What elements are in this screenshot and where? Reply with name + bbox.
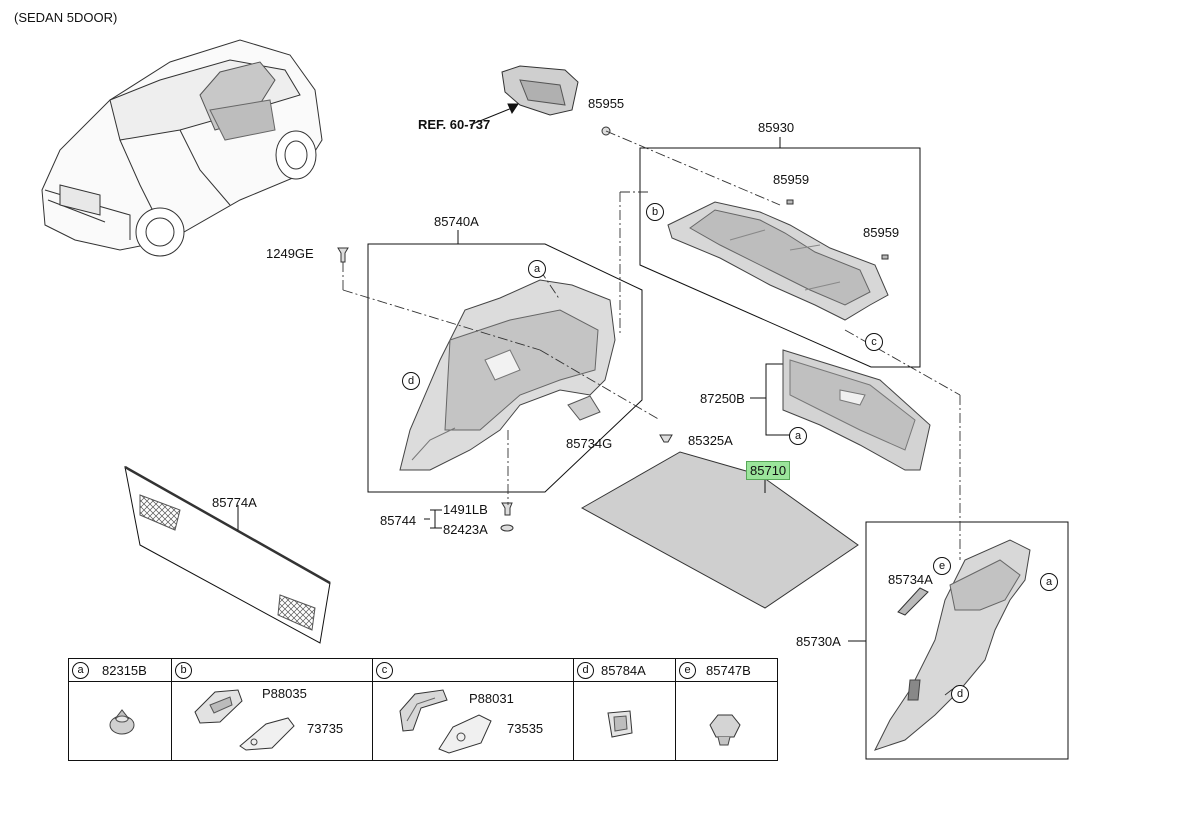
vehicle-illustration <box>41 39 323 257</box>
legend-letter-e: e <box>679 662 696 679</box>
legend-table: a 82315B b P88035 73735 c P880 <box>68 658 778 761</box>
callout-c-shelf: c <box>865 333 883 351</box>
callout-d-right: d <box>951 685 969 703</box>
part-label-85959-upper[interactable]: 85959 <box>773 172 810 187</box>
legend-col-c: c P88031 73535 <box>373 659 574 760</box>
bracket-P88035-icon <box>194 689 243 724</box>
legend-col-d: d 85784A <box>574 659 676 760</box>
legend-head-c: c <box>373 659 573 682</box>
bracket-85744 <box>424 509 442 529</box>
cargo-net-85774A <box>124 465 331 644</box>
legend-letter-c: c <box>376 662 393 679</box>
clip-82315B-icon <box>109 709 135 735</box>
part-label-85730A[interactable]: 85730A <box>796 634 841 649</box>
legend-code-a[interactable]: 82315B <box>102 663 147 678</box>
sill-trim-87250B <box>782 349 931 471</box>
box-85930 <box>639 147 921 368</box>
callout-e-right: e <box>933 557 951 575</box>
legend-item-73735[interactable]: 73735 <box>307 721 344 736</box>
legend-head-b: b <box>172 659 372 682</box>
legend-letter-a: a <box>72 662 89 679</box>
part-label-85325A[interactable]: 85325A <box>688 433 733 448</box>
callout-a-right: a <box>1040 573 1058 591</box>
part-label-85734G[interactable]: 85734G <box>566 436 613 451</box>
leader-lines <box>342 130 961 696</box>
legend-head-a: a 82315B <box>69 659 171 682</box>
legend-code-e[interactable]: 85747B <box>706 663 751 678</box>
part-label-87250B[interactable]: 87250B <box>700 391 745 406</box>
legend-letter-d: d <box>577 662 594 679</box>
part-label-82423A[interactable]: 82423A <box>443 522 488 537</box>
variant-label: (SEDAN 5DOOR) <box>14 10 118 25</box>
quarter-trim-85740A <box>399 279 616 471</box>
bracket-87250B <box>750 363 790 436</box>
legend-item-P88031[interactable]: P88031 <box>469 691 514 706</box>
screw-1491LB <box>500 502 514 532</box>
screw-1249GE <box>337 247 349 263</box>
part-label-85740A[interactable]: 85740A <box>434 214 479 229</box>
part-label-85710[interactable]: 85710 <box>746 461 791 480</box>
bracket-73735-icon <box>239 717 295 751</box>
rear-shelf-85930 <box>667 201 889 321</box>
clip-85959 <box>786 199 889 260</box>
reference-label[interactable]: REF. 60-737 <box>418 117 491 132</box>
right-trim-85730A <box>874 539 1031 751</box>
part-label-1491LB[interactable]: 1491LB <box>443 502 488 517</box>
bracket-73535-icon <box>438 714 492 754</box>
legend-item-73535[interactable]: 73535 <box>507 721 544 736</box>
callout-b-shelf: b <box>646 203 664 221</box>
legend-col-a: a 82315B <box>69 659 172 760</box>
clip-85747B-icon <box>709 714 741 746</box>
legend-col-e: e 85747B <box>676 659 777 760</box>
legend-code-d[interactable]: 85784A <box>601 663 646 678</box>
bracket-P88031-icon <box>399 689 448 732</box>
callout-a-sill: a <box>789 427 807 445</box>
legend-col-b: b P88035 73735 <box>172 659 373 760</box>
box-85740A <box>367 243 643 493</box>
legend-head-d: d 85784A <box>574 659 675 682</box>
callout-a-trim: a <box>528 260 546 278</box>
legend-letter-b: b <box>175 662 192 679</box>
part-label-85744[interactable]: 85744 <box>380 513 417 528</box>
ref-arrow <box>469 103 519 126</box>
clip-85734A <box>897 587 929 616</box>
part-label-85774A[interactable]: 85774A <box>212 495 257 510</box>
legend-head-e: e 85747B <box>676 659 777 682</box>
clip-85784A-icon <box>607 710 633 738</box>
upper-trim-cover <box>501 65 579 116</box>
part-label-85734A[interactable]: 85734A <box>888 572 933 587</box>
legend-item-P88035[interactable]: P88035 <box>262 686 307 701</box>
callout-d-trim: d <box>402 372 420 390</box>
bracket-85734G <box>567 395 601 421</box>
clip-85325A <box>659 434 673 443</box>
floor-mat-85710 <box>580 451 859 609</box>
part-label-1249GE[interactable]: 1249GE <box>266 246 314 261</box>
part-label-85930[interactable]: 85930 <box>758 120 795 135</box>
part-label-85959-lower[interactable]: 85959 <box>863 225 900 240</box>
part-label-85955[interactable]: 85955 <box>588 96 625 111</box>
